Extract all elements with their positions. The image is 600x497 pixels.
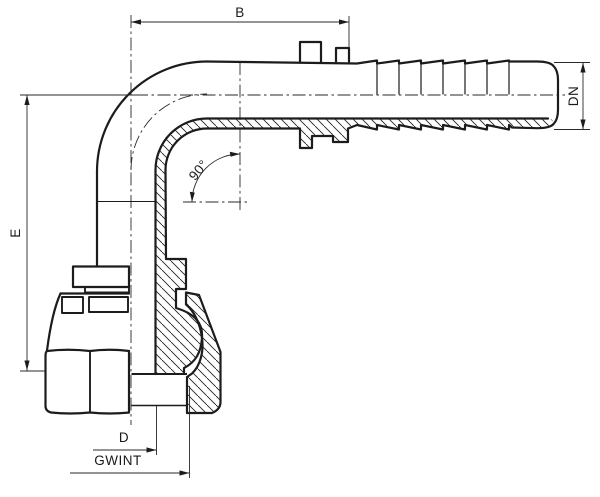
nut-cone-left-edge bbox=[45, 292, 62, 352]
dim-dn-arrow-bottom bbox=[580, 119, 586, 130]
dim-e-arrow-bottom bbox=[24, 360, 30, 371]
dim-gwint-label: GWINT bbox=[94, 453, 142, 468]
angle-arrow-upper bbox=[229, 151, 240, 157]
nut-section-outline bbox=[184, 291, 222, 415]
dimension-gwint: GWINT bbox=[70, 386, 190, 478]
hose-tail-wall-hatch bbox=[207, 118, 553, 148]
nut-section-hatch bbox=[186, 292, 221, 413]
hex-top-edge bbox=[45, 348, 131, 353]
dim-dn-arrow-top bbox=[580, 62, 586, 73]
dimension-e: E bbox=[8, 94, 135, 372]
dim-gwint-arrow bbox=[179, 470, 190, 476]
section-hatching bbox=[155, 118, 553, 413]
dim-b-arrow-right bbox=[339, 19, 349, 25]
nut-cone-facet-2 bbox=[88, 296, 129, 313]
bend-inner-outer-arc bbox=[164, 127, 209, 172]
swivel-nut-outside bbox=[44, 265, 131, 415]
elbow-wall-hatch bbox=[155, 118, 207, 374]
dim-e-label: E bbox=[8, 228, 23, 238]
dimension-dn: DN bbox=[554, 62, 590, 130]
nut-cone-facet-1 bbox=[61, 296, 84, 314]
bend-centerline-arc bbox=[130, 93, 208, 171]
angle-arrow-lower bbox=[189, 191, 195, 202]
outer-bend-silhouette bbox=[95, 60, 209, 268]
dimension-d: D bbox=[93, 406, 157, 455]
angle-label: 90° bbox=[186, 157, 212, 183]
retaining-flange bbox=[71, 265, 131, 289]
hose-collar-1 bbox=[298, 40, 323, 63]
dim-b-arrow-left bbox=[131, 19, 141, 25]
hex-left-edge bbox=[44, 349, 53, 414]
centerlines bbox=[130, 15, 565, 425]
dim-e-arrow-top bbox=[24, 95, 30, 105]
dim-dn-label: DN bbox=[566, 86, 581, 107]
dim-d-arrow bbox=[146, 447, 157, 453]
dim-b-label: B bbox=[235, 5, 245, 20]
hose-collar-2 bbox=[334, 46, 351, 63]
hex-bottom-edge bbox=[49, 411, 131, 415]
angle-annotation: 90° bbox=[186, 151, 241, 203]
fitting-outline bbox=[44, 40, 560, 415]
bend-inner-bore-arc bbox=[154, 117, 209, 172]
dim-d-label: D bbox=[119, 430, 129, 445]
serration-lines bbox=[376, 61, 510, 95]
dimension-b: B bbox=[131, 5, 350, 47]
hose-tail-silhouette bbox=[205, 59, 560, 150]
